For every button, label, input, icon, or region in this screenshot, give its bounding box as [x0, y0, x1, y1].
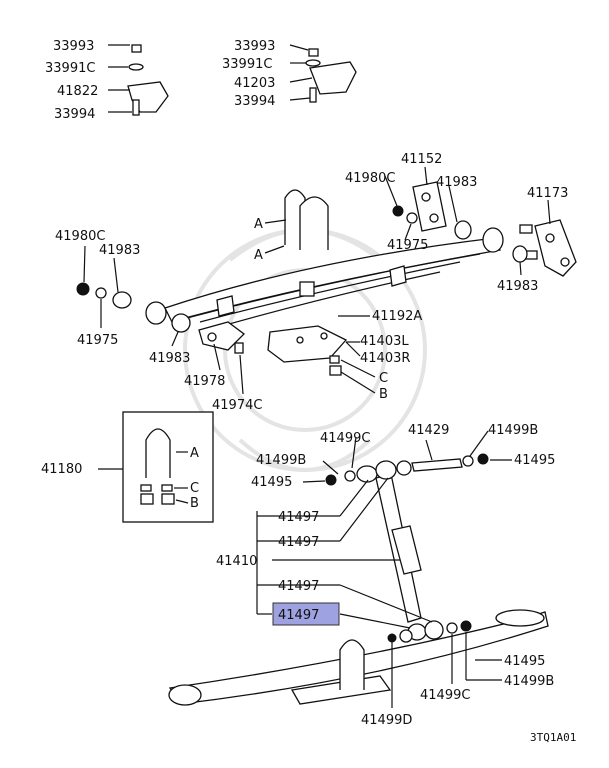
callout-a-top-2: A [254, 248, 263, 263]
callout-41497-c: 41497 [278, 579, 319, 594]
callout-41497-d: 41497 [278, 608, 319, 623]
callout-33993-a: 33993 [53, 39, 94, 54]
callout-41180: 41180 [41, 462, 82, 477]
shackle-41152 [384, 166, 472, 241]
spring-seat-41403 [267, 325, 376, 394]
callout-41152: 41152 [401, 152, 442, 167]
callout-41497-b: 41497 [278, 535, 319, 550]
callout-41499b-c: 41499B [504, 674, 554, 689]
callout-41410: 41410 [216, 554, 257, 569]
callout-a-box: A [190, 446, 199, 461]
callout-33991c-a: 33991C [45, 61, 95, 76]
callout-41983-b: 41983 [497, 279, 538, 294]
callout-41975-a: 41975 [387, 238, 428, 253]
u-bolt-kit-box [98, 411, 214, 523]
rear-bracket-small [289, 44, 357, 103]
callout-41499c-a: 41499C [320, 431, 370, 446]
callout-41975-b: 41975 [77, 333, 118, 348]
callout-41429: 41429 [408, 423, 449, 438]
callout-c-top: C [379, 371, 388, 386]
shock-absorber-41410 [325, 453, 489, 643]
callout-41403r: 41403R [360, 351, 410, 366]
callout-33991c-b: 33991C [222, 57, 272, 72]
callout-41980c-b: 41980C [55, 229, 105, 244]
callout-41980c-a: 41980C [345, 171, 395, 186]
callout-41822: 41822 [57, 84, 98, 99]
shock-leader-lines [256, 430, 512, 708]
callout-33994-a: 33994 [54, 107, 95, 122]
callout-41495-c: 41495 [504, 654, 545, 669]
callout-41974c: 41974C [212, 398, 262, 413]
callout-33994-b: 33994 [234, 94, 275, 109]
callout-41499b-a: 41499B [488, 423, 538, 438]
callout-33993-b: 33993 [234, 39, 275, 54]
front-bracket-small [108, 44, 169, 116]
callout-c-box: C [190, 481, 199, 496]
callout-41403l: 41403L [360, 334, 409, 349]
hanger-41173 [512, 199, 577, 277]
diagram-code: 3TQ1A01 [530, 731, 576, 744]
callout-41983-d: 41983 [149, 351, 190, 366]
callout-41203: 41203 [234, 76, 275, 91]
callout-41192a: 41192A [372, 309, 422, 324]
callout-41983-c: 41983 [99, 243, 140, 258]
callout-41983-a: 41983 [436, 175, 477, 190]
callout-41497-a: 41497 [278, 510, 319, 525]
callout-41978: 41978 [184, 374, 225, 389]
callout-b-box: B [190, 496, 199, 511]
callout-41499b-b: 41499B [256, 453, 306, 468]
callout-41499d: 41499D [361, 713, 412, 728]
leaf-spring-main [145, 227, 504, 329]
callout-labels: 33993 33991C 41822 33994 33993 33991C 41… [41, 39, 576, 744]
front-eye-hardware [76, 245, 245, 395]
leaf-spring-lower [168, 609, 549, 706]
callout-41495-a: 41495 [251, 475, 292, 490]
callout-41173: 41173 [527, 186, 568, 201]
callout-b-top: B [379, 387, 388, 402]
callout-41499c-b: 41499C [420, 688, 470, 703]
highlight-box [272, 602, 340, 626]
callout-a-top-1: A [254, 217, 263, 232]
u-bolts-top [264, 189, 329, 254]
callout-41495-b: 41495 [514, 453, 555, 468]
